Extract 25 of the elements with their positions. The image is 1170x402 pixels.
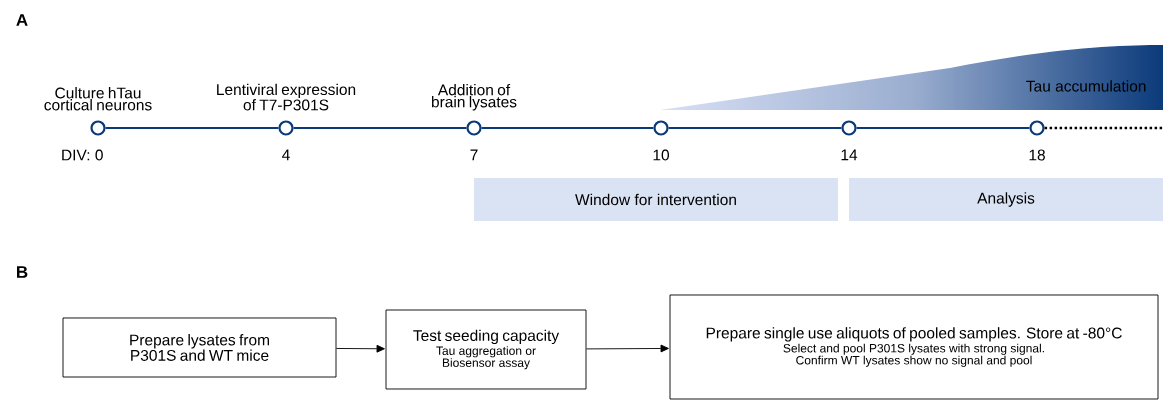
- process-box: Test seeding capacity Tau aggregation or Biosensor assay: [385, 309, 587, 390]
- timeline-line: [105, 126, 279, 130]
- step-label: Lentiviral expression of T7-P301S: [217, 83, 356, 111]
- arrow: [586, 344, 669, 353]
- day-label: 7: [470, 149, 478, 161]
- day-label: 10: [653, 149, 669, 161]
- timeline-line: [856, 126, 1030, 130]
- process-box: Prepare single use aliquots of pooled samples. Store at -80°C Select and pool P301S lysates with strong signal. Confirm WT lysates show no signal and pool: [669, 294, 1159, 400]
- day-label: DIV: 0: [62, 149, 103, 161]
- timeline-line: [668, 126, 842, 130]
- accumulation-wedge: Tau accumulation: [1026, 80, 1146, 92]
- panel-letter: B: [17, 266, 28, 278]
- timeline-line: [293, 126, 467, 130]
- step-label: Culture hTau cortical neurons: [44, 87, 152, 111]
- panel-letter: A: [16, 14, 28, 26]
- arrow: [336, 344, 385, 353]
- step-label: Addition of brain lysates: [432, 84, 517, 111]
- timeline-line: [481, 126, 654, 130]
- phase-band: Window for intervention: [474, 178, 838, 221]
- phase-band: Analysis: [849, 178, 1163, 221]
- process-box: Prepare lysates from P301S and WT mice: [62, 317, 337, 378]
- day-label: 4: [282, 149, 290, 161]
- day-label: 18: [1029, 149, 1045, 161]
- day-label: 14: [841, 149, 858, 161]
- timeline-line: [1044, 126, 1163, 130]
